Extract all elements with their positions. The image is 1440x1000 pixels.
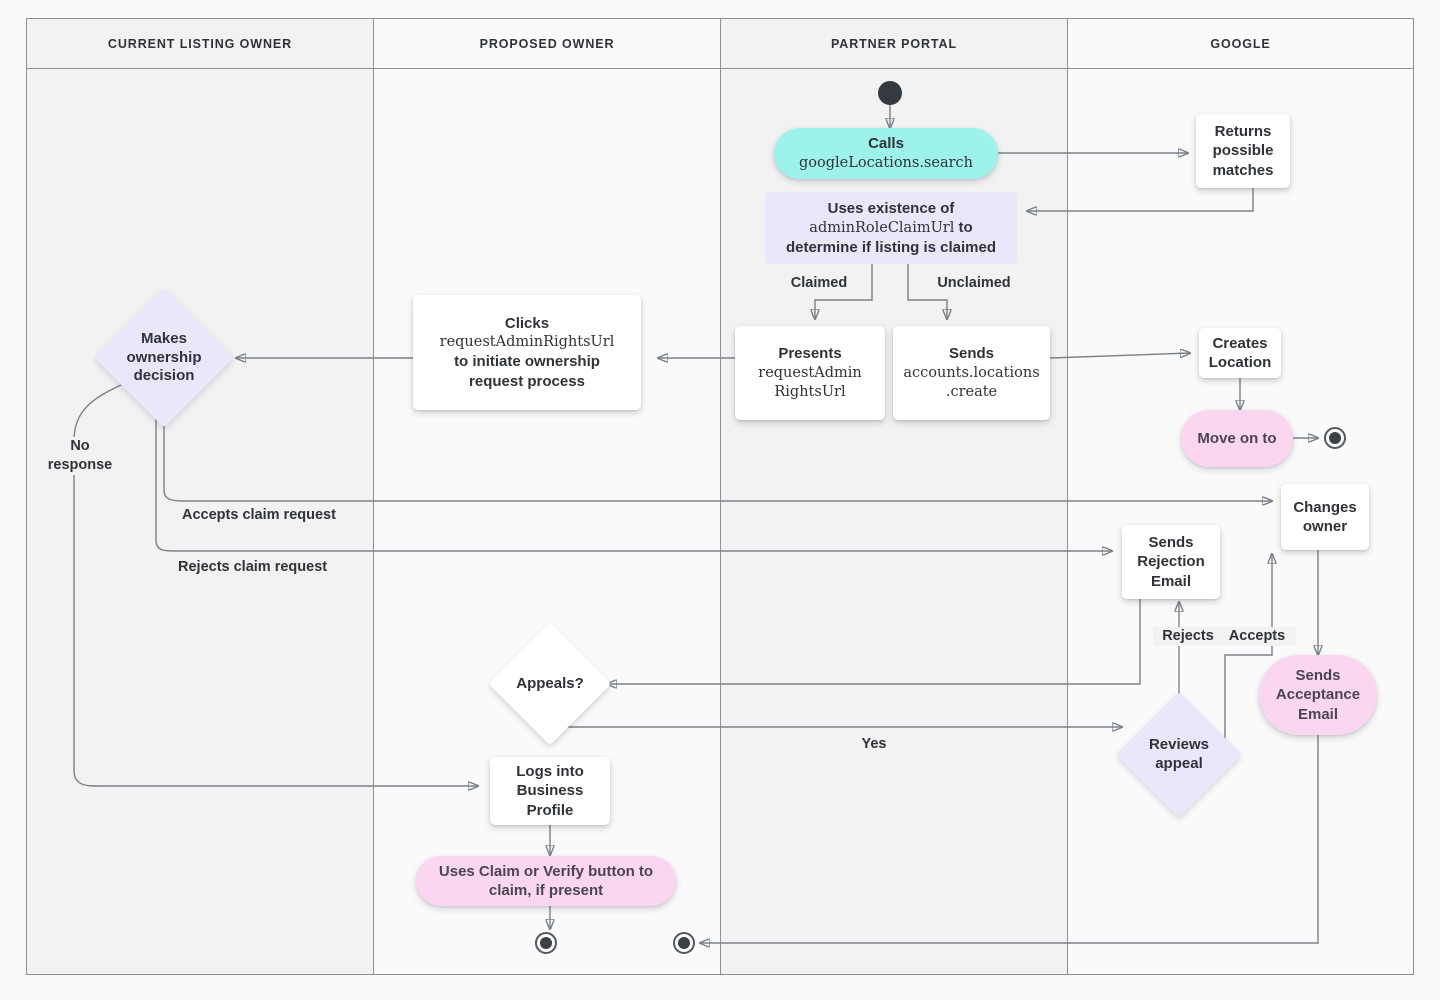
node-presents-line2: requestAdmin — [758, 364, 862, 381]
end-node-google — [1324, 427, 1346, 449]
node-clicks-line4: request process — [469, 372, 585, 390]
node-makesdecision-label: Makes ownership decision — [126, 329, 202, 385]
node-returns-possible-matches[interactable]: Returns possible matches — [1196, 114, 1290, 188]
node-sendscreate-line2: accounts.locations — [903, 364, 1040, 381]
node-reviews-appeal[interactable]: Reviews appeal — [1115, 691, 1243, 819]
node-move-on-to[interactable]: Move on to — [1181, 410, 1293, 467]
node-returns-label: Returns possible matches — [1212, 122, 1274, 179]
node-uses-claim-or-verify-button[interactable]: Uses Claim or Verify button to claim, if… — [416, 856, 676, 906]
node-clicks-line3: to initiate ownership — [454, 353, 600, 371]
node-uses-line3: to — [954, 219, 973, 237]
edge-label-accepts: Accepts — [1218, 627, 1296, 646]
node-logsin-label: Logs into Business Profile — [516, 762, 584, 819]
node-presents-request-admin-rights-url[interactable]: Presents requestAdmin RightsUrl — [735, 326, 885, 420]
node-clicks-request-admin-rights-url[interactable]: Clicks requestAdminRightsUrl to initiate… — [413, 295, 641, 410]
node-presents-line3: RightsUrl — [774, 383, 846, 400]
edge-label-no-response: No response — [36, 437, 124, 475]
node-appeals-label: Appeals? — [516, 674, 584, 692]
end-node-proposed-owner — [535, 932, 557, 954]
edge-label-rejects: Rejects — [1153, 627, 1223, 646]
node-uses-line4: determine if listing is claimed — [785, 238, 997, 256]
lane-header-google: GOOGLE — [1210, 37, 1271, 51]
node-rejectionemail-label: Sends Rejection Email — [1137, 533, 1205, 590]
node-clicks-line2: requestAdminRightsUrl — [439, 334, 615, 351]
node-sends-accounts-locations-create[interactable]: Sends accounts.locations .create — [893, 326, 1050, 420]
node-makes-ownership-decision[interactable]: Makes ownership decision — [93, 287, 235, 429]
node-uses-code: adminRoleClaimUrl — [809, 220, 955, 237]
lane-divider-2 — [720, 19, 721, 974]
node-sends-acceptance-email[interactable]: Sends Acceptance Email — [1259, 655, 1377, 735]
node-moveonto-label: Move on to — [1197, 429, 1277, 447]
edge-label-claimed: Claimed — [780, 274, 858, 293]
lane-background-current-listing-owner — [27, 19, 373, 974]
edge-label-rejects-claim-request: Rejects claim request — [175, 558, 351, 577]
node-changes-owner[interactable]: Changes owner — [1281, 484, 1369, 550]
node-acceptanceemail-label: Sends Acceptance Email — [1275, 666, 1361, 723]
node-changesowner-label: Changes owner — [1293, 498, 1357, 536]
node-clicks-line1: Clicks — [504, 314, 550, 332]
lane-background-proposed-owner — [374, 19, 720, 974]
node-reviewsappeal-label: Reviews appeal — [1148, 736, 1210, 772]
edge-label-accepts-claim-request: Accepts claim request — [179, 506, 357, 525]
node-uses-line1: Uses existence of — [827, 199, 955, 217]
node-presents-line1: Presents — [778, 345, 842, 363]
end-node-partner-portal — [673, 932, 695, 954]
node-logs-into-business-profile[interactable]: Logs into Business Profile — [490, 757, 610, 825]
node-calls-google-locations-search[interactable]: Calls googleLocations.search — [774, 128, 998, 179]
node-usesclaim-label: Uses Claim or Verify button to claim, if… — [438, 862, 654, 900]
edge-label-unclaimed: Unclaimed — [926, 274, 1022, 293]
node-sendscreate-line3: .create — [945, 383, 998, 400]
node-createslocation-label: Creates Location — [1208, 334, 1272, 372]
node-creates-location[interactable]: Creates Location — [1199, 328, 1281, 378]
node-calls-line2: googleLocations.search — [798, 154, 973, 171]
node-calls-line1: Calls — [868, 135, 904, 153]
lane-header-proposed-owner: PROPOSED OWNER — [479, 37, 615, 51]
node-uses-existence-of-admin-role-claim-url[interactable]: Uses existence of adminRoleClaimUrl to d… — [765, 192, 1017, 264]
node-sends-rejection-email[interactable]: Sends Rejection Email — [1122, 525, 1220, 599]
lane-divider-3 — [1067, 19, 1068, 974]
lane-header-partner-portal: PARTNER PORTAL — [830, 37, 958, 51]
start-node-partner-portal — [878, 81, 902, 105]
node-sendscreate-line1: Sends — [948, 345, 994, 363]
lane-divider-1 — [373, 19, 374, 974]
node-appeals-decision[interactable]: Appeals? — [488, 622, 612, 746]
lane-header-current-listing-owner: CURRENT LISTING OWNER — [107, 37, 293, 51]
edge-label-yes: Yes — [852, 735, 896, 754]
